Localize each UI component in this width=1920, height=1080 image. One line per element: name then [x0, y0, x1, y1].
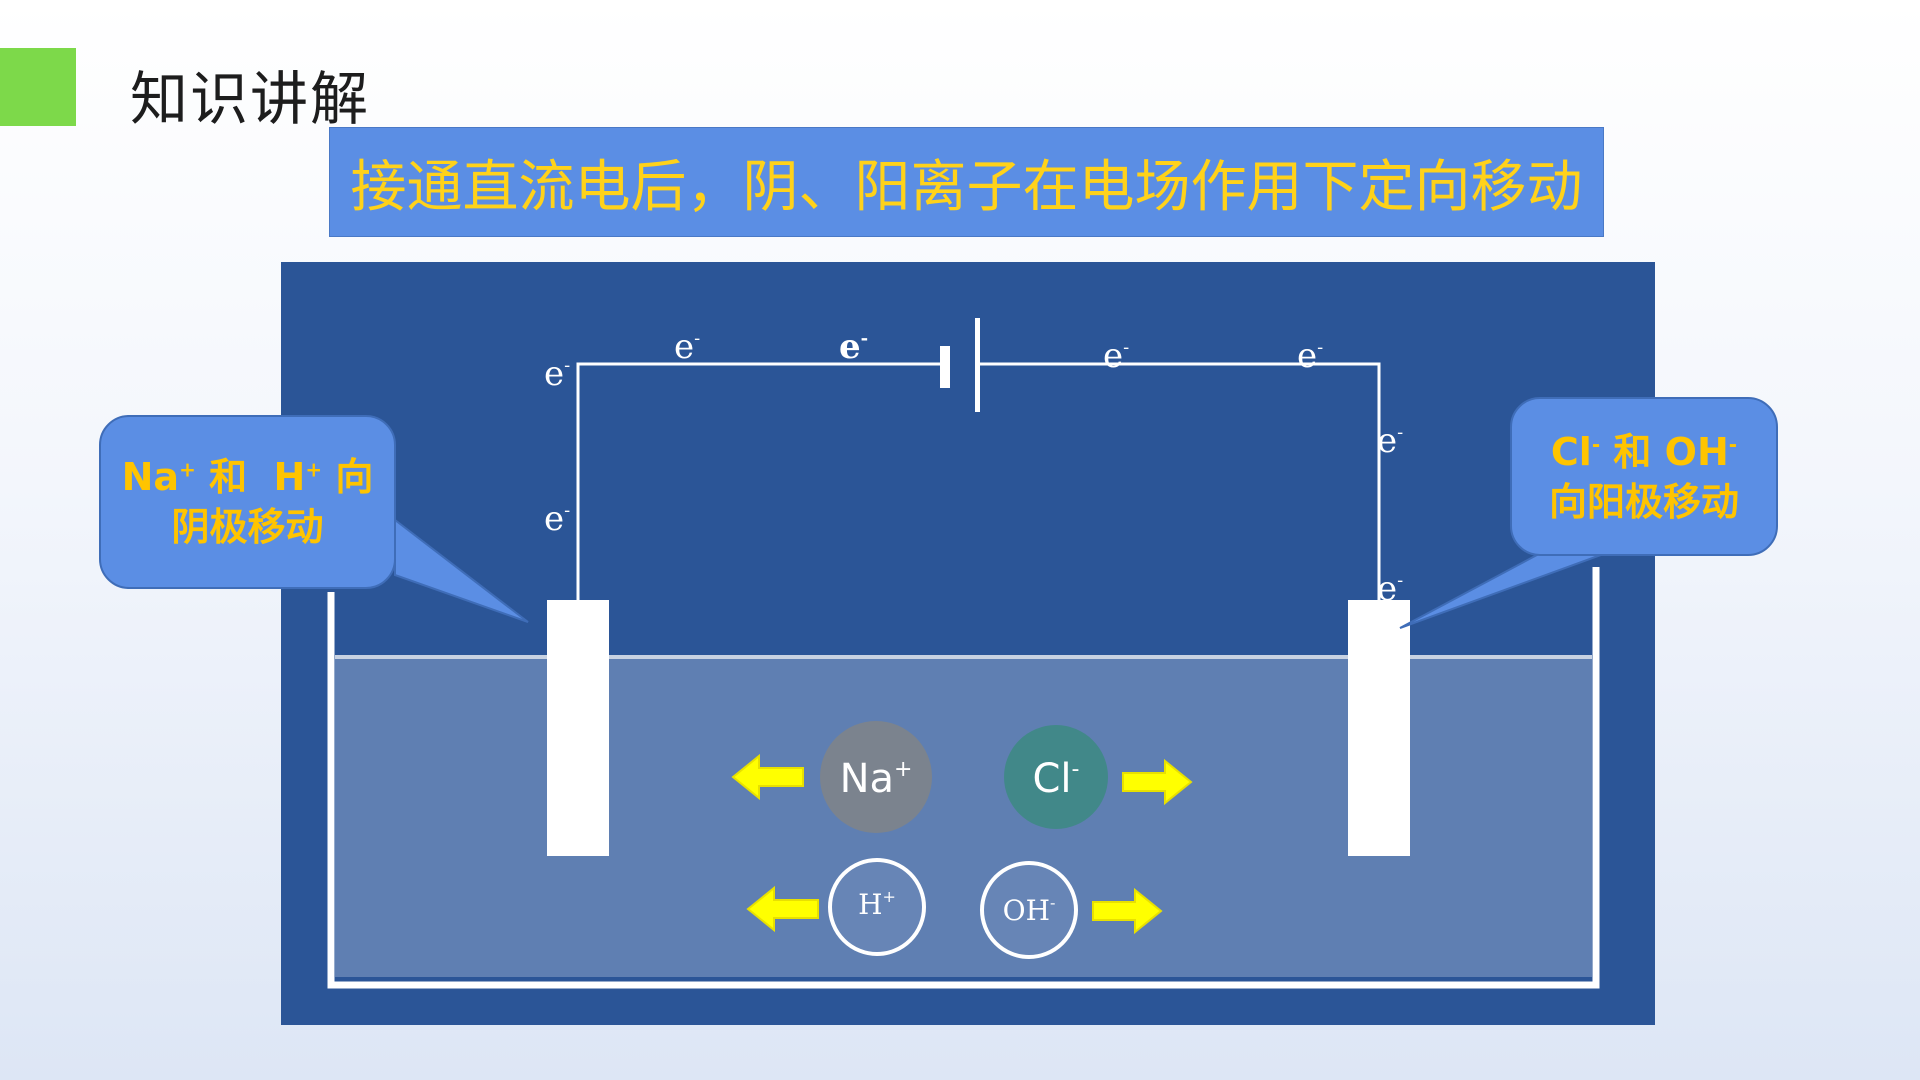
electron-label: e- — [544, 499, 570, 539]
callout-anions: Cl- 和 OH- 向阳极移动 — [1510, 397, 1778, 556]
banner: 接通直流电后，阴、阳离子在电场作用下定向移动 — [329, 127, 1604, 237]
cl-ion — [1004, 725, 1108, 829]
anode-electrode — [1348, 600, 1410, 856]
electron-label: e- — [544, 354, 570, 394]
tank-outline — [327, 567, 1600, 989]
oh-ion-label: OH- — [1003, 893, 1056, 927]
cl-ion-label: Cl- — [1033, 756, 1080, 802]
electron-label: e- — [674, 327, 700, 367]
callout-left-line1: Na+ 和 H+ 向 — [121, 455, 374, 499]
callout-cations: Na+ 和 H+ 向 阴极移动 — [99, 415, 396, 589]
h-ion — [828, 858, 926, 956]
electrolysis-diagram: e- e- e- e- e- e- e- e- Na+ Cl- H+ OH- — [281, 262, 1655, 1025]
electrolysis-svg: e- e- e- e- e- e- e- e- Na+ Cl- H+ OH- — [327, 318, 1600, 989]
arrow-right-icon — [1122, 758, 1193, 806]
h-ion-label: H+ — [858, 887, 896, 921]
battery-long-plate — [975, 318, 980, 412]
wire-left — [576, 362, 945, 602]
callout-right-line2: 向阳极移动 — [1548, 479, 1739, 524]
arrow-right-icon — [1092, 887, 1163, 935]
battery-short-plate — [940, 346, 950, 388]
wire-right — [979, 362, 1381, 602]
title-accent-bar — [0, 48, 76, 126]
na-ion-label: Na+ — [840, 756, 913, 802]
oh-ion — [980, 861, 1078, 959]
electron-label: e- — [839, 327, 868, 367]
electron-label: e- — [1297, 336, 1323, 376]
banner-text: 接通直流电后，阴、阳离子在电场作用下定向移动 — [350, 154, 1583, 220]
section-title: 知识讲解 — [130, 65, 371, 133]
callout-left-line2: 阴极移动 — [171, 505, 324, 549]
electron-label: e- — [1377, 421, 1403, 461]
na-ion — [820, 721, 932, 833]
callout-right-line1: Cl- 和 OH- — [1550, 429, 1738, 474]
cathode-electrode — [547, 600, 609, 856]
arrow-left-icon — [731, 753, 804, 801]
electron-label: e- — [1103, 336, 1129, 376]
arrow-left-icon — [746, 885, 819, 933]
